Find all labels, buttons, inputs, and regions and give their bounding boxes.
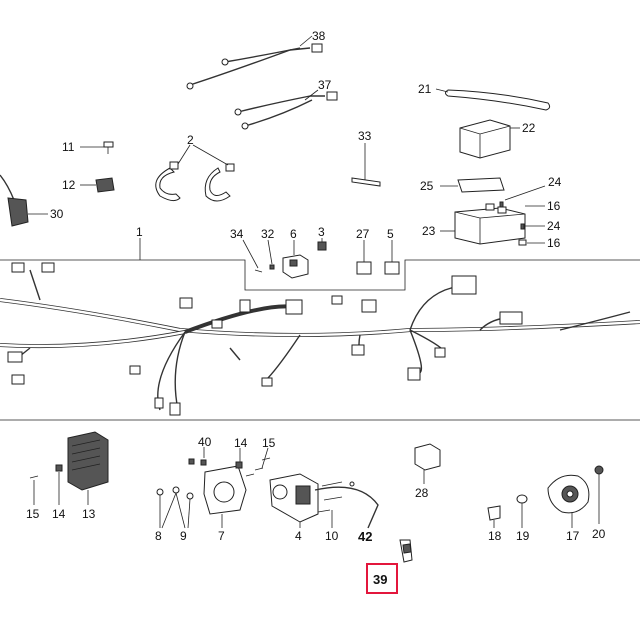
callout-32: 32 — [261, 227, 275, 241]
strip-33[interactable] — [351, 177, 381, 187]
horn-17[interactable] — [547, 474, 590, 514]
callout-28: 28 — [415, 486, 429, 500]
bolts-10[interactable] — [317, 481, 343, 513]
callout-33: 33 — [358, 129, 372, 143]
screw-15-left[interactable] — [29, 475, 39, 479]
callout-5: 5 — [387, 227, 394, 241]
callout-8: 8 — [155, 529, 162, 543]
screw-11[interactable] — [103, 141, 114, 154]
cable-37[interactable] — [234, 91, 338, 130]
clip-3[interactable] — [317, 241, 327, 251]
bolt-32[interactable] — [269, 264, 275, 270]
pin-16-bottom[interactable] — [518, 239, 527, 246]
harness-frame — [0, 259, 640, 291]
callout-1: 1 — [136, 225, 143, 239]
callout-21: 21 — [418, 82, 432, 96]
sensor-39[interactable] — [399, 539, 413, 563]
callout-6: 6 — [290, 227, 297, 241]
callout-15-mid: 15 — [262, 436, 276, 450]
callout-3: 3 — [318, 225, 325, 239]
regulator-13[interactable] — [67, 431, 109, 491]
callout-12: 12 — [62, 178, 76, 192]
callout-40: 40 — [198, 435, 212, 449]
callout-22: 22 — [522, 121, 536, 135]
callout-9: 9 — [180, 529, 187, 543]
relay-27[interactable] — [356, 261, 372, 275]
callout-18: 18 — [488, 529, 502, 543]
wire-harness[interactable] — [0, 262, 640, 416]
callout-37: 37 — [318, 78, 332, 92]
screws-15-mid[interactable] — [245, 457, 271, 477]
switch-4[interactable] — [269, 473, 319, 523]
callout-34: 34 — [230, 227, 244, 241]
callout-25: 25 — [420, 179, 434, 193]
relay-box-22[interactable] — [459, 119, 511, 159]
bolts-8-9[interactable] — [156, 458, 207, 500]
callout-14-mid: 14 — [234, 436, 248, 450]
pad-25[interactable] — [457, 177, 505, 193]
callout-24-bottom: 24 — [547, 219, 561, 233]
callout-16-top: 16 — [547, 199, 561, 213]
callout-42: 42 — [358, 529, 372, 544]
nut-14-left[interactable] — [55, 464, 63, 472]
callout-30: 30 — [50, 207, 64, 221]
cable-42[interactable] — [314, 481, 379, 529]
callout-13: 13 — [82, 507, 96, 521]
cable-38[interactable] — [186, 43, 323, 90]
callout-15-left: 15 — [26, 507, 40, 521]
pin-18[interactable] — [487, 505, 501, 521]
sensor-30[interactable] — [0, 174, 29, 227]
callout-39: 39 — [373, 572, 387, 587]
nut-20[interactable] — [594, 465, 604, 475]
clamp-2[interactable] — [155, 161, 235, 202]
callout-24-top: 24 — [548, 175, 562, 189]
callout-38: 38 — [312, 29, 326, 43]
callout-14-left: 14 — [52, 507, 66, 521]
callout-10: 10 — [325, 529, 339, 543]
bracket-7[interactable] — [203, 461, 247, 515]
pin-16-top[interactable] — [499, 201, 504, 208]
fuse-box-23[interactable] — [454, 203, 526, 245]
callout-39-highlight — [366, 563, 398, 594]
clip-12[interactable] — [95, 177, 115, 193]
relay-5[interactable] — [384, 261, 400, 275]
callout-2: 2 — [187, 133, 194, 147]
callout-4: 4 — [295, 529, 302, 543]
callout-19: 19 — [516, 529, 530, 543]
pin-24-bottom[interactable] — [520, 223, 525, 230]
callout-7: 7 — [218, 529, 225, 543]
callout-27: 27 — [356, 227, 370, 241]
pin-34[interactable] — [254, 269, 263, 273]
washer-19[interactable] — [516, 494, 528, 504]
callout-16-bottom: 16 — [547, 236, 561, 250]
belt-21[interactable] — [445, 89, 551, 111]
relay-28[interactable] — [414, 443, 441, 471]
callout-17: 17 — [566, 529, 580, 543]
relay-6[interactable] — [282, 254, 309, 279]
callout-11: 11 — [62, 140, 75, 154]
callout-20: 20 — [592, 527, 606, 541]
callout-23: 23 — [422, 224, 436, 238]
